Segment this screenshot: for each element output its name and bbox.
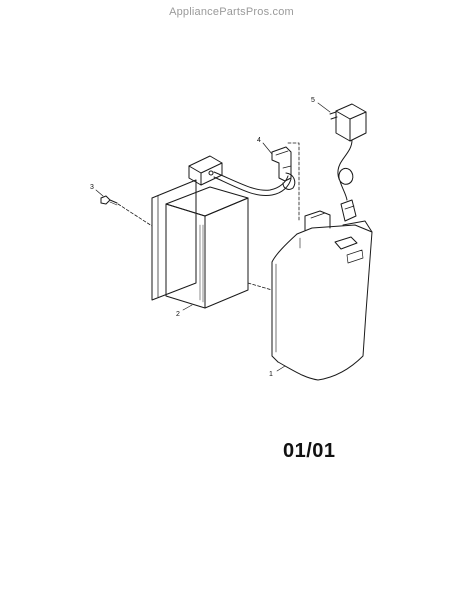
callout-1: 1 xyxy=(269,371,273,378)
alignment-line-clip xyxy=(287,142,300,223)
alignment-line-box xyxy=(247,282,273,291)
page-code: 01/01 xyxy=(283,440,336,462)
terminal-block xyxy=(188,155,223,186)
alignment-line-screw xyxy=(117,203,153,227)
part-1-housing xyxy=(271,210,373,381)
site-watermark: AppliancePartsPros.com xyxy=(169,6,294,18)
callout-3: 3 xyxy=(90,184,94,191)
part-5-plug-adapter xyxy=(329,103,367,222)
part-2-box-assembly xyxy=(151,179,249,309)
callout-leaders xyxy=(95,102,331,372)
part-3-screw xyxy=(100,195,118,206)
callout-2: 2 xyxy=(176,311,180,318)
part-4-wire-clip xyxy=(271,146,296,190)
callout-5: 5 xyxy=(311,97,315,104)
callout-4: 4 xyxy=(257,137,261,144)
